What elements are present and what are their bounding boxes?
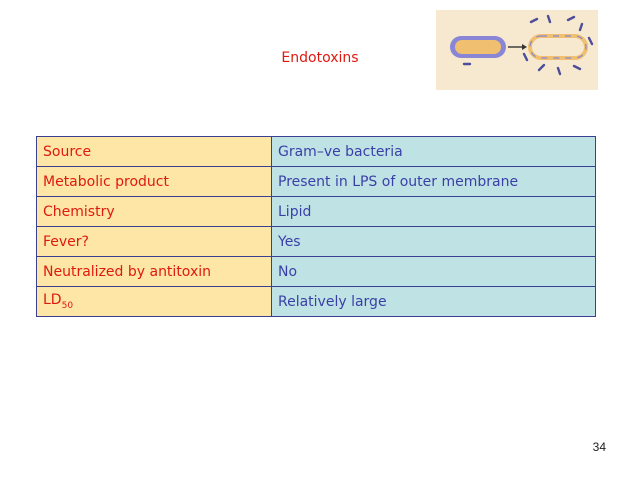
intact-bacterium-inner <box>455 40 501 54</box>
property-value: Relatively large <box>271 286 596 317</box>
property-value: Gram–ve bacteria <box>271 136 596 167</box>
table-row: Fever? Yes <box>36 226 596 257</box>
property-label: Fever? <box>36 226 272 257</box>
table-row: Chemistry Lipid <box>36 196 596 227</box>
endotoxin-properties-table: Source Gram–ve bacteria Metabolic produc… <box>36 136 596 317</box>
table-row: Metabolic product Present in LPS of oute… <box>36 166 596 197</box>
bacteria-lysis-icon <box>436 10 598 90</box>
property-value: Present in LPS of outer membrane <box>271 166 596 197</box>
property-value: Lipid <box>271 196 596 227</box>
property-label: Neutralized by antitoxin <box>36 256 272 287</box>
property-label: Metabolic product <box>36 166 272 197</box>
table-row: LD50 Relatively large <box>36 286 596 317</box>
bacteria-figure <box>436 10 598 90</box>
property-value: No <box>271 256 596 287</box>
page-number: 34 <box>592 440 606 454</box>
table-row: Source Gram–ve bacteria <box>36 136 596 167</box>
slide-title: Endotoxins <box>281 50 359 66</box>
property-value: Yes <box>271 226 596 257</box>
property-label: Source <box>36 136 272 167</box>
ld-subscript: 50 <box>61 300 74 311</box>
property-label: Chemistry <box>36 196 272 227</box>
table-row: Neutralized by antitoxin No <box>36 256 596 287</box>
ld-label: LD <box>43 292 62 309</box>
property-label: LD50 <box>36 286 272 317</box>
